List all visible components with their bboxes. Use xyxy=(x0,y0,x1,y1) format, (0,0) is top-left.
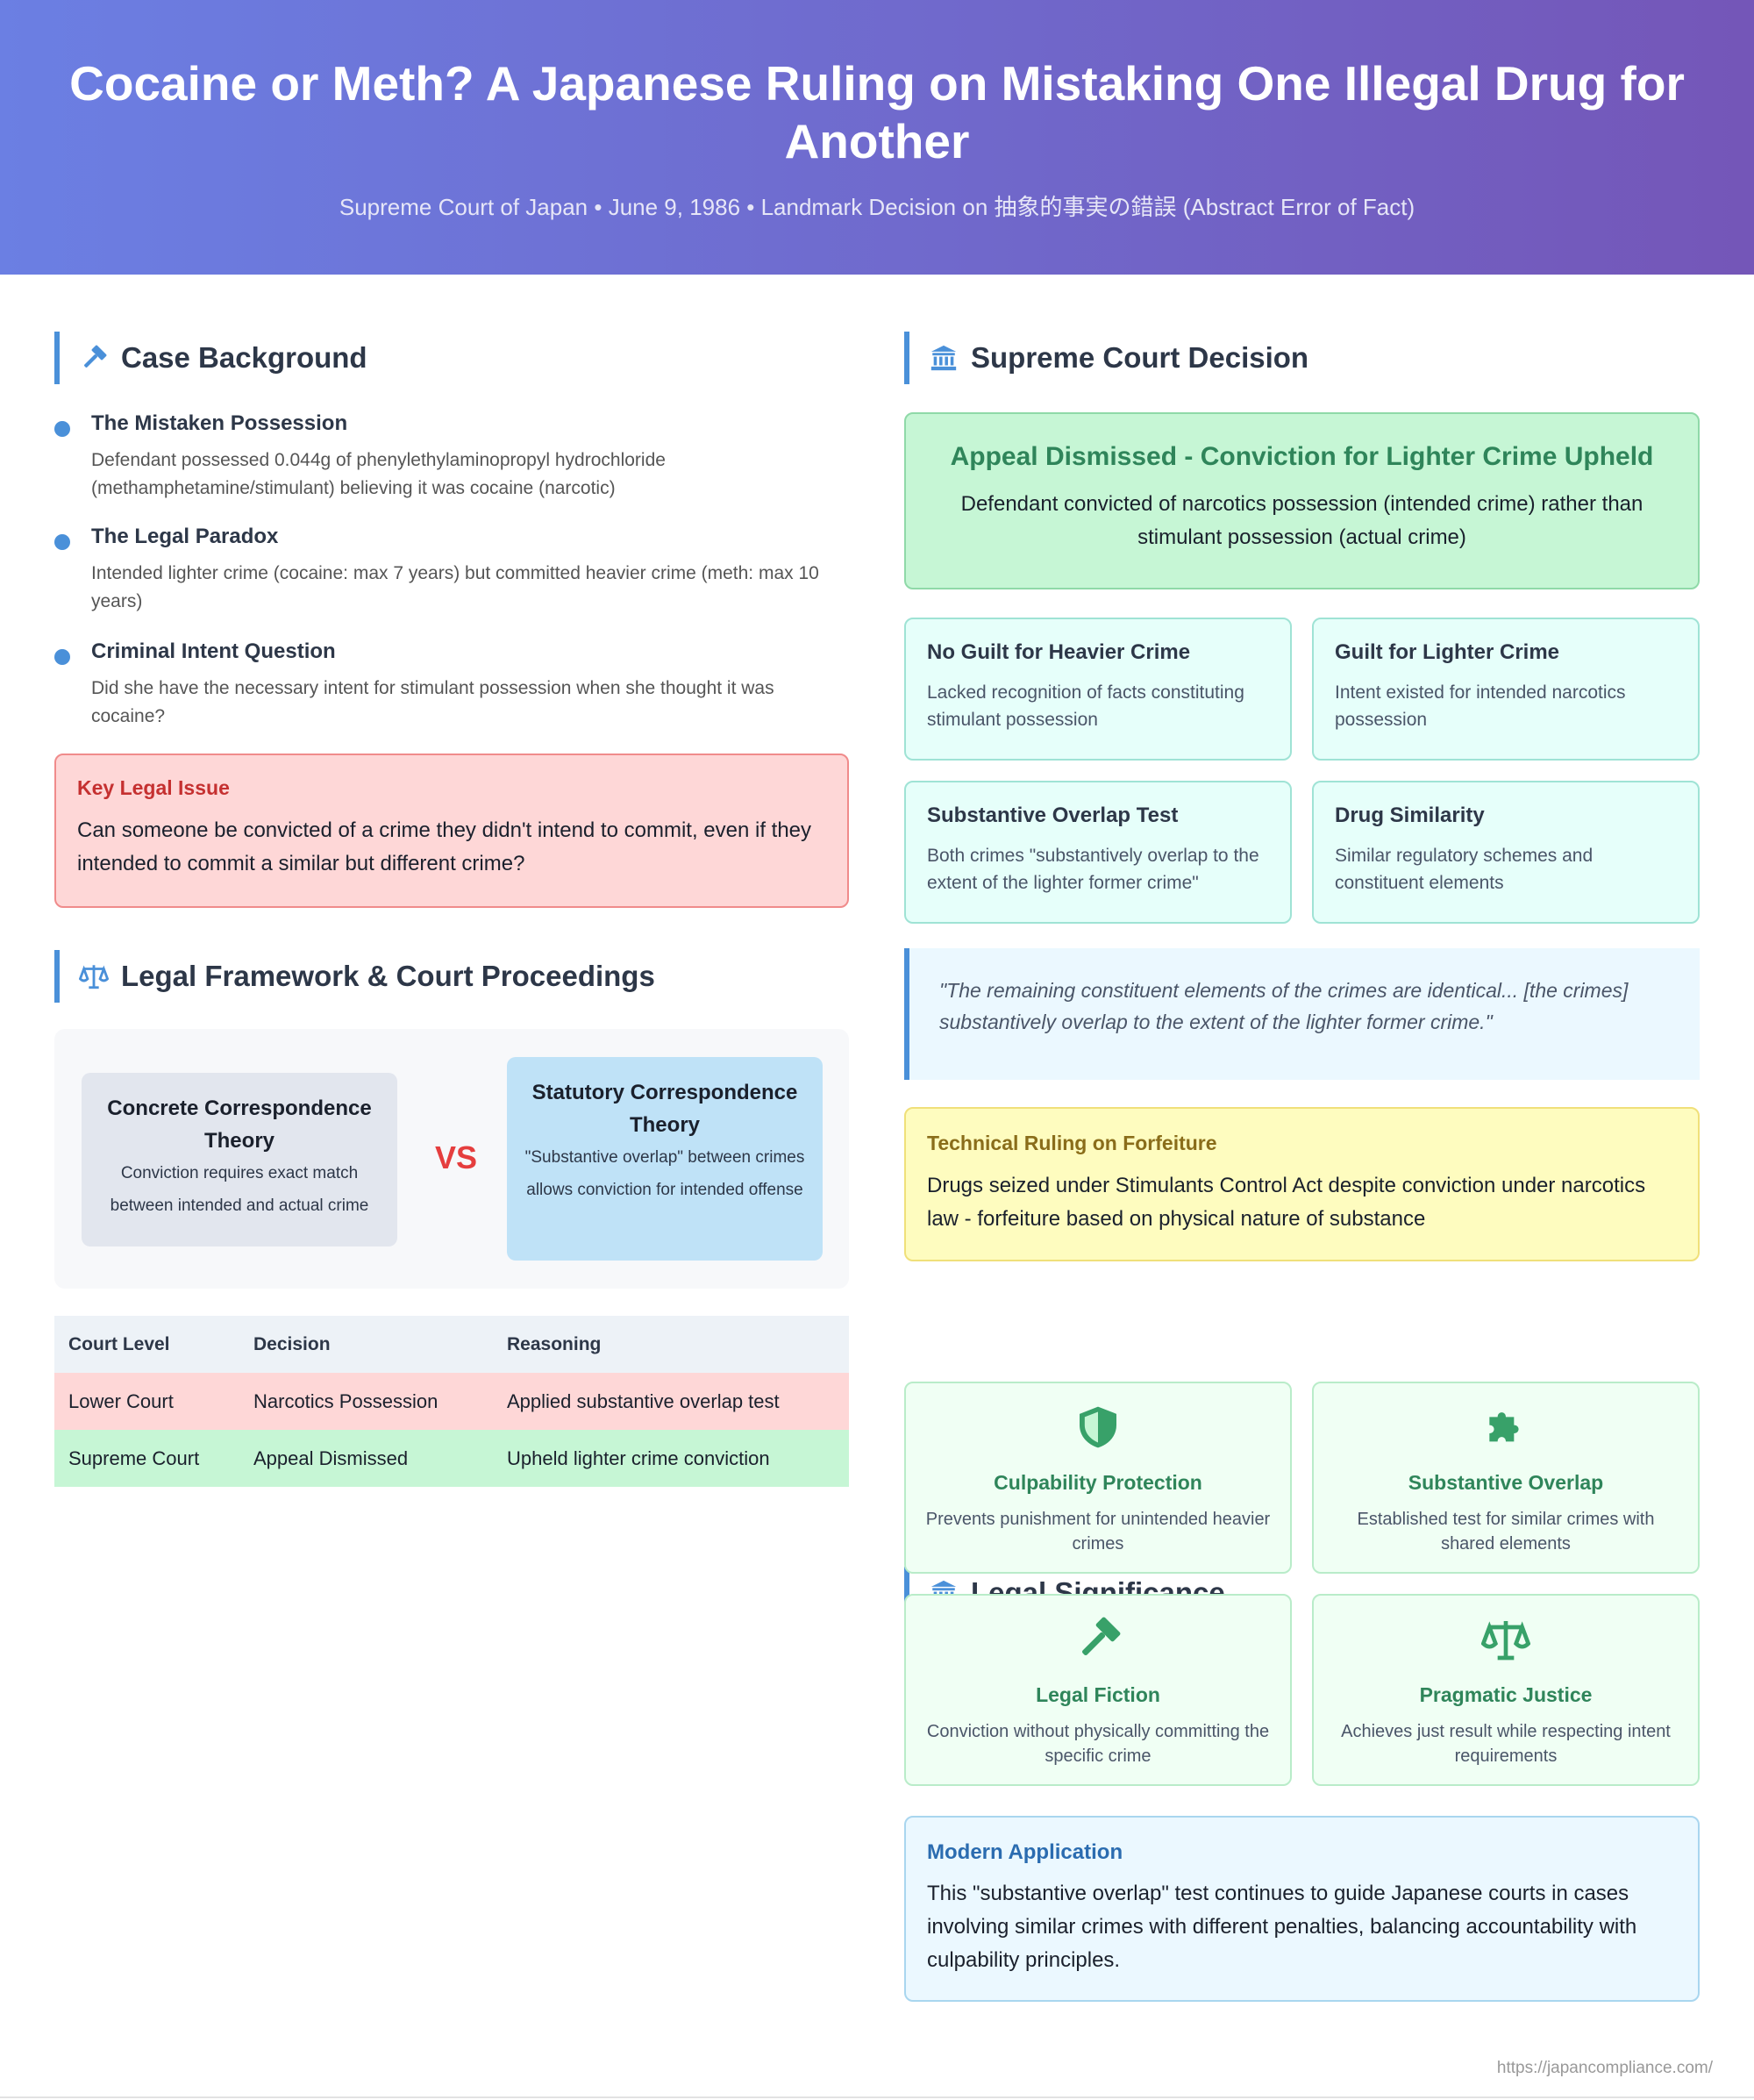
list-item: The Legal Paradox Intended lighter crime… xyxy=(54,525,849,616)
list-item-title: The Legal Paradox xyxy=(91,525,279,548)
page-header: Cocaine or Meth? A Japanese Ruling on Mi… xyxy=(0,0,1754,275)
court-quote: "The remaining constituent elements of t… xyxy=(904,948,1700,1080)
decision-card: Drug Similarity Similar regulatory schem… xyxy=(1312,781,1700,924)
significance-card: Pragmatic Justice Achieves just result w… xyxy=(1312,1594,1700,1786)
key-issue-box: Key Legal Issue Can someone be convicted… xyxy=(54,754,849,908)
decision-card: Substantive Overlap Test Both crimes "su… xyxy=(904,781,1292,924)
modern-application-box: Modern Application This "substantive ove… xyxy=(904,1816,1700,2002)
statutory-theory-card: Statutory Correspondence Theory "Substan… xyxy=(507,1057,823,1261)
key-issue-title: Key Legal Issue xyxy=(77,776,230,799)
puzzle-icon xyxy=(1489,1412,1519,1442)
card-desc: Prevents punishment for unintended heavi… xyxy=(925,1510,1271,1554)
table-cell: Upheld lighter crime conviction xyxy=(507,1446,770,1469)
card-desc: Achieves just result while respecting in… xyxy=(1341,1722,1671,1766)
bullet-icon xyxy=(54,421,70,437)
card-desc: Established test for similar crimes with… xyxy=(1357,1510,1655,1554)
section-title-framework: Legal Framework & Court Proceedings xyxy=(54,950,655,1003)
modern-desc: This "substantive overlap" test continue… xyxy=(927,1882,1637,1972)
table-cell: Lower Court xyxy=(68,1389,174,1412)
concrete-theory-card: Concrete Correspondence Theory Convictio… xyxy=(82,1073,397,1246)
table-cell: Appeal Dismissed xyxy=(253,1446,409,1469)
section-title-text: Supreme Court Decision xyxy=(971,341,1309,374)
table-header-row: Court Level Decision Reasoning xyxy=(54,1316,849,1373)
card-title: Guilt for Lighter Crime xyxy=(1335,640,1560,664)
significance-card: Substantive Overlap Established test for… xyxy=(1312,1382,1700,1574)
forfeiture-box: Technical Ruling on Forfeiture Drugs sei… xyxy=(904,1107,1700,1261)
bullet-icon xyxy=(54,534,70,550)
list-item-title: The Mistaken Possession xyxy=(91,411,348,435)
decision-card: Guilt for Lighter Crime Intent existed f… xyxy=(1312,618,1700,761)
shield-icon xyxy=(1080,1406,1116,1448)
section-title-text: Legal Framework & Court Proceedings xyxy=(121,960,655,992)
column-header: Court Level xyxy=(68,1333,170,1354)
footer-url[interactable]: https://japancompliance.com/ xyxy=(1496,2059,1713,2077)
card-title: Pragmatic Justice xyxy=(1419,1683,1593,1706)
significance-card: Legal Fiction Conviction without physica… xyxy=(904,1594,1292,1786)
list-item-desc: Did she have the necessary intent for st… xyxy=(91,678,774,726)
section-title-decision: Supreme Court Decision xyxy=(904,332,1308,384)
modern-title: Modern Application xyxy=(927,1840,1123,1864)
card-title: Culpability Protection xyxy=(994,1471,1202,1494)
list-item-desc: Intended lighter crime (cocaine: max 7 y… xyxy=(91,563,819,611)
section-title-background: Case Background xyxy=(54,332,367,384)
card-desc: Similar regulatory schemes and constitue… xyxy=(1335,846,1594,893)
theory-title: Concrete Correspondence Theory xyxy=(107,1096,372,1153)
column-header: Decision xyxy=(253,1333,331,1354)
significance-card: Culpability Protection Prevents punishme… xyxy=(904,1382,1292,1574)
section-title-text: Case Background xyxy=(121,341,367,374)
theory-desc: Conviction requires exact match between … xyxy=(110,1164,369,1215)
card-title: Substantive Overlap xyxy=(1408,1471,1604,1494)
scales-icon xyxy=(79,965,109,989)
card-desc: Both crimes "substantively overlap to th… xyxy=(927,846,1259,893)
card-desc: Conviction without physically committing… xyxy=(926,1722,1270,1766)
page-title: Cocaine or Meth? A Japanese Ruling on Mi… xyxy=(69,56,1685,168)
card-desc: Intent existed for intended narcotics po… xyxy=(1335,682,1626,730)
decision-title: Appeal Dismissed - Conviction for Lighte… xyxy=(950,442,1654,471)
gavel-icon xyxy=(84,345,107,368)
decision-card: No Guilt for Heavier Crime Lacked recogn… xyxy=(904,618,1292,761)
list-item: Criminal Intent Question Did she have th… xyxy=(54,639,849,731)
bullet-icon xyxy=(54,649,70,665)
page-subtitle: Supreme Court of Japan • June 9, 1986 • … xyxy=(339,194,1415,220)
theory-title: Statutory Correspondence Theory xyxy=(531,1081,798,1137)
card-title: Substantive Overlap Test xyxy=(927,804,1179,827)
key-issue-desc: Can someone be convicted of a crime they… xyxy=(77,818,812,875)
card-title: Legal Fiction xyxy=(1036,1683,1160,1706)
card-desc: Lacked recognition of facts constituting… xyxy=(927,682,1244,730)
column-header: Reasoning xyxy=(507,1333,602,1354)
table-cell: Applied substantive overlap test xyxy=(507,1389,780,1412)
card-title: Drug Similarity xyxy=(1335,804,1485,827)
theory-comparison: Concrete Correspondence Theory Convictio… xyxy=(54,1029,849,1289)
table-row: Supreme Court Appeal Dismissed Upheld li… xyxy=(54,1430,849,1487)
table-cell: Supreme Court xyxy=(68,1446,200,1469)
decision-desc: Defendant convicted of narcotics possess… xyxy=(960,492,1643,549)
list-item-desc: Defendant possessed 0.044g of phenylethy… xyxy=(91,450,666,498)
list-item: The Mistaken Possession Defendant posses… xyxy=(54,411,849,503)
gavel-icon xyxy=(1081,1617,1121,1656)
list-item-title: Criminal Intent Question xyxy=(91,639,336,663)
card-title: No Guilt for Heavier Crime xyxy=(927,640,1191,664)
decision-box: Appeal Dismissed - Conviction for Lighte… xyxy=(904,412,1700,589)
scales-icon xyxy=(1481,1621,1530,1661)
theory-desc: "Substantive overlap" between crimes all… xyxy=(524,1148,805,1199)
table-cell: Narcotics Possession xyxy=(253,1389,438,1412)
vs-label: VS xyxy=(434,1139,478,1175)
courthouse-icon xyxy=(930,345,957,371)
footer-divider xyxy=(0,2096,1754,2098)
forfeiture-title: Technical Ruling on Forfeiture xyxy=(927,1132,1217,1154)
court-table: Court Level Decision Reasoning Lower Cou… xyxy=(54,1316,849,1487)
table-row: Lower Court Narcotics Possession Applied… xyxy=(54,1373,849,1430)
forfeiture-desc: Drugs seized under Stimulants Control Ac… xyxy=(927,1174,1646,1231)
main-content: Case Background The Mistaken Possession … xyxy=(0,275,1754,2100)
